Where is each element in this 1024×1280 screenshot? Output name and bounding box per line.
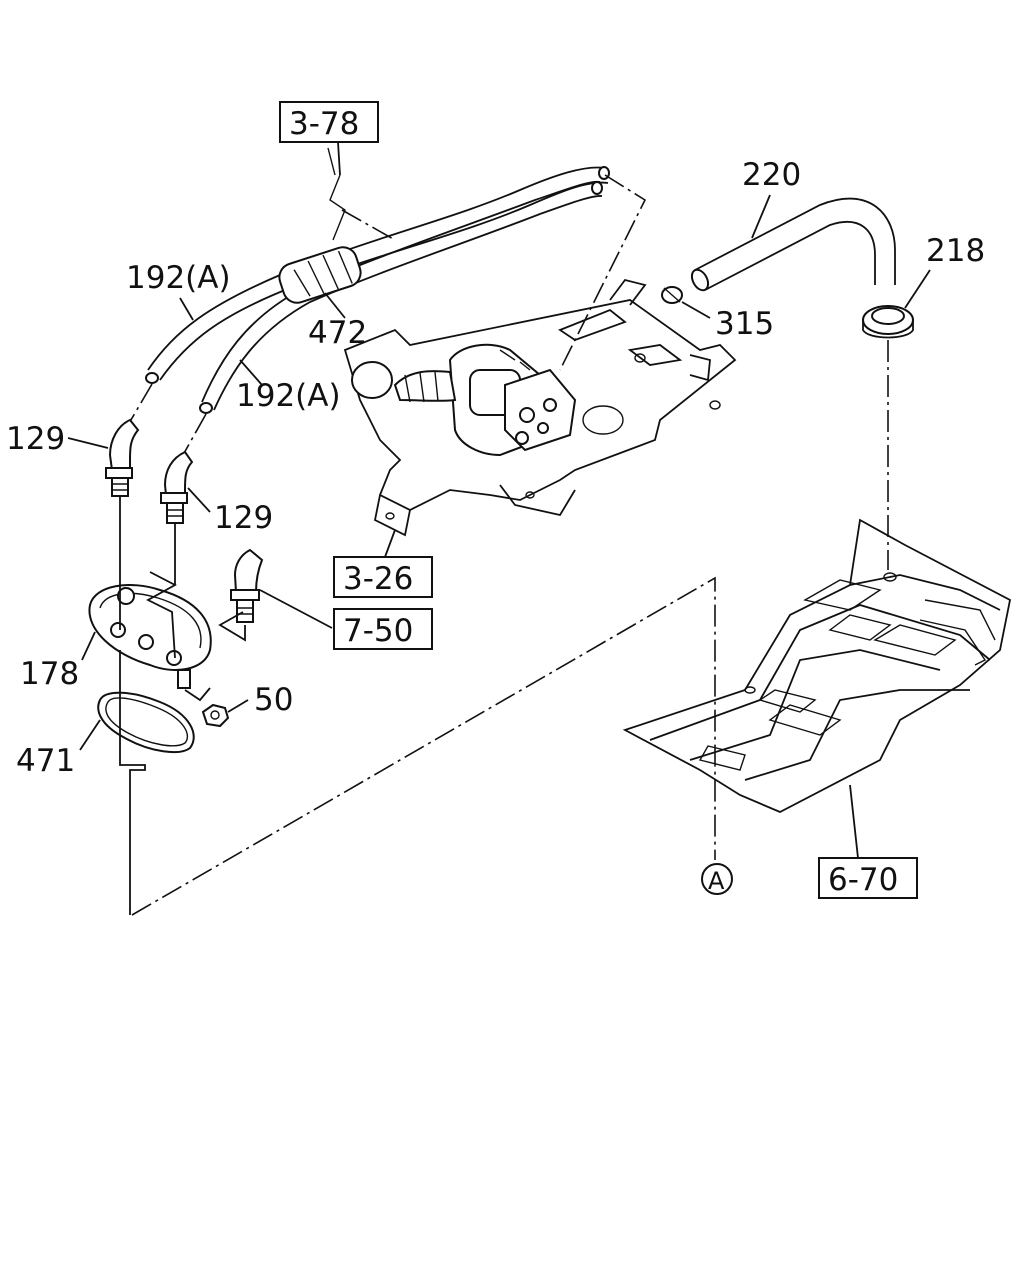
leader-lines: [67, 141, 931, 859]
callout-50: 50: [254, 682, 293, 718]
circle-a-marker: A: [701, 863, 733, 895]
break-symbol: [329, 174, 346, 241]
svg-text:7-50: 7-50: [343, 613, 413, 649]
callout-315: 315: [715, 306, 774, 342]
gasket-471: [97, 691, 195, 754]
callout-472: 472: [308, 315, 367, 351]
hose-to-connector-dash-right: [182, 413, 207, 456]
callout-129-left: 129: [6, 421, 65, 457]
callout-218: 218: [926, 233, 985, 269]
connector-7-50: [230, 548, 264, 623]
callout-220: 220: [742, 157, 801, 193]
ref-box-3-26: 3-26: [333, 556, 433, 598]
break-zigzag-1: [146, 571, 177, 659]
ref-box-6-70: 6-70: [818, 857, 918, 899]
callout-471: 471: [16, 743, 75, 779]
break-zigzag-3: [184, 687, 211, 702]
callout-129-right: 129: [214, 500, 273, 536]
grommet-218: [862, 305, 914, 339]
hose-192a-lower: [201, 180, 603, 411]
svg-text:6-70: 6-70: [828, 862, 898, 898]
bracket-plate: [343, 278, 737, 537]
hose-to-valve-dash: [559, 174, 647, 371]
hose-to-connector-dash-left: [127, 383, 153, 426]
pipe-220: [690, 197, 896, 292]
hose-end-caps: [145, 166, 610, 414]
sleeve-472: [278, 246, 362, 304]
clip-315: [661, 286, 683, 304]
break-zigzag-2: [218, 611, 246, 642]
callout-178: 178: [20, 656, 79, 692]
svg-text:3-26: 3-26: [343, 561, 413, 597]
connector-129-right: [160, 450, 194, 524]
valve-assembly: [351, 343, 577, 457]
ref-box-3-78: 3-78: [279, 101, 379, 143]
callout-192a-top: 192(A): [126, 260, 231, 296]
gasket-drop-line: [119, 650, 146, 915]
svg-text:3-78: 3-78: [289, 106, 359, 142]
connector-129-left: [105, 418, 140, 497]
nut-50: [201, 703, 230, 728]
floor-panel: [622, 518, 1012, 813]
ref-box-7-50: 7-50: [333, 608, 433, 650]
leader-3-78-dash: [341, 209, 396, 241]
route-to-a-dash: [131, 576, 716, 916]
svg-text:A: A: [708, 867, 725, 895]
callout-192a-bottom: 192(A): [236, 378, 341, 414]
